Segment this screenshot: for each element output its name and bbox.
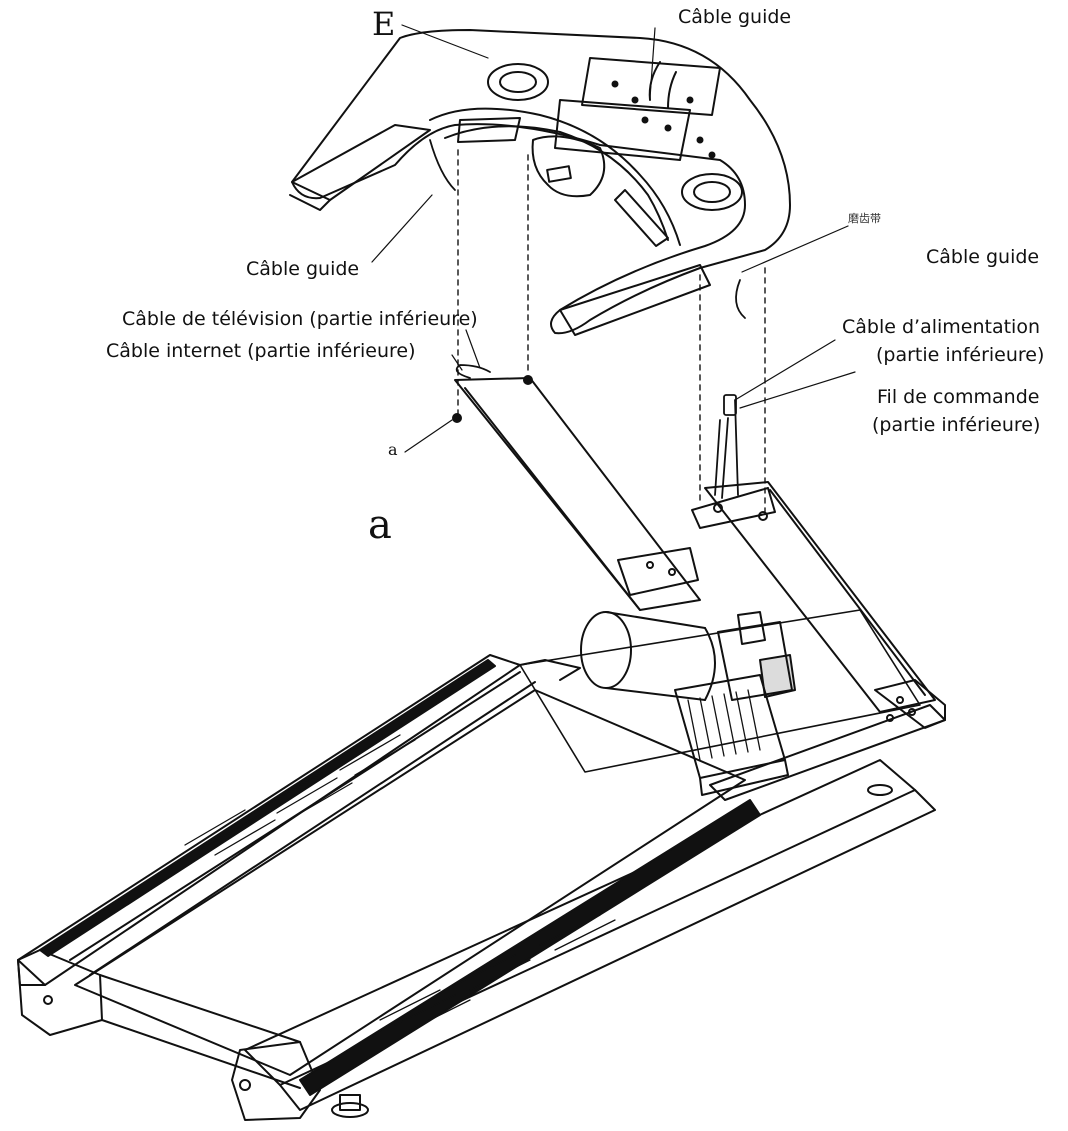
callout-power-cable-line1: Câble d’alimentation: [842, 316, 1041, 338]
callout-internet-cable: Câble internet (partie inférieure): [106, 340, 416, 362]
motor-compartment: [519, 609, 921, 796]
callout-power-cable-line2: (partie inférieure): [876, 344, 1045, 366]
callout-e: E: [372, 5, 396, 43]
console: [289, 29, 791, 336]
callout-cjk-label: 磨齿带: [848, 212, 881, 225]
callout-part-a-small: a: [388, 440, 398, 459]
leader-lines: [371, 24, 856, 453]
upright-posts: [452, 375, 936, 713]
callout-part-a-large: a: [368, 502, 392, 548]
callout-cable-guide-right: Câble guide: [926, 246, 1040, 268]
callout-control-wire-line1: Fil de commande: [877, 386, 1040, 408]
callout-tv-cable: Câble de télévision (partie inférieure): [122, 308, 478, 330]
alignment-guides: [457, 149, 766, 513]
deck-frame: [17, 654, 946, 1121]
callout-cable-guide-left: Câble guide: [246, 258, 360, 280]
cables: [429, 139, 746, 499]
callout-cable-guide-top: Câble guide: [678, 6, 792, 28]
callout-control-wire-line2: (partie inférieure): [872, 414, 1041, 436]
